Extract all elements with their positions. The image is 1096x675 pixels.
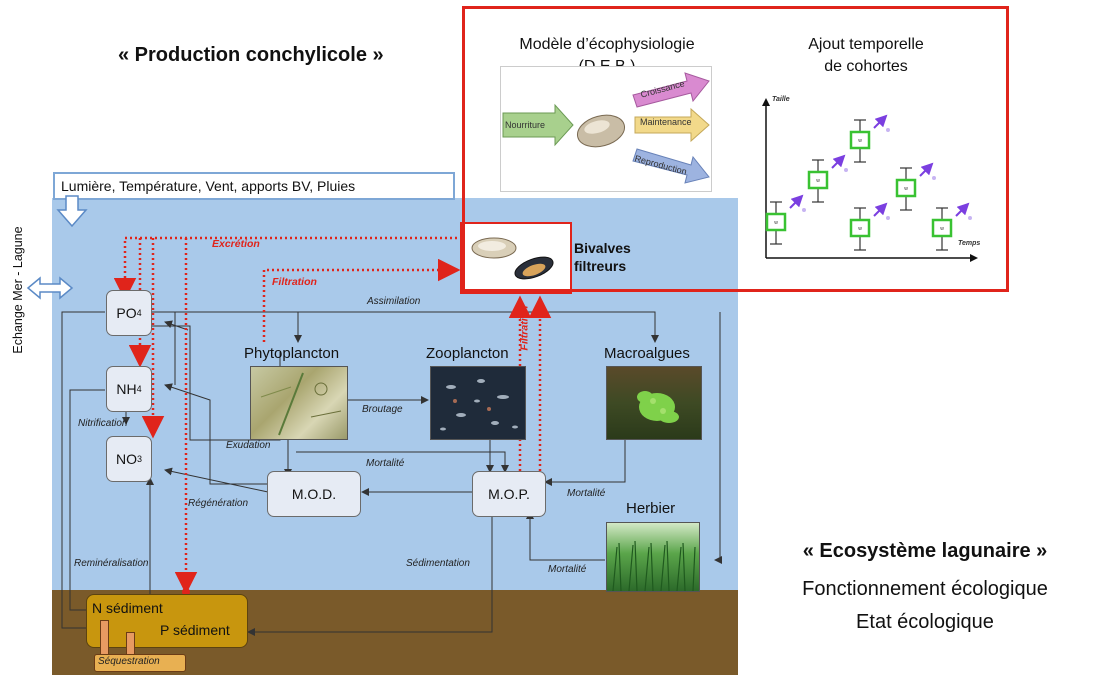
sequestration-label: Séquestration [98, 656, 160, 667]
nitrification-label: Nitrification [78, 418, 128, 429]
cohort-y-axis-label: Taille [772, 96, 790, 103]
deb-title-line-1: Modèle d’écophysiologie [519, 36, 695, 53]
zoo-label: Zooplancton [426, 345, 509, 362]
deb-nourriture-label: Nourriture [505, 120, 546, 130]
deb-diagram [502, 72, 710, 184]
exudation-label: Exudation [226, 440, 271, 451]
sequestration-box [94, 654, 186, 672]
deb-panel [500, 66, 712, 192]
seagrass-image [606, 522, 700, 592]
phyto-label: Phytoplancton [244, 345, 340, 362]
cohort-x-axis-label: Temps [958, 240, 981, 247]
mortality-phyto-label: Mortalité [366, 458, 405, 469]
assimilation-label: Assimilation [367, 296, 421, 307]
macroalgae-image [606, 366, 702, 440]
ecosystem-line-2: Etat écologique [856, 611, 994, 633]
inputs-box: Lumière, Température, Vent, apports BV, … [53, 172, 455, 200]
phytoplankton-image [250, 366, 348, 440]
filtration-label: Filtration [272, 276, 317, 288]
sequestration-pipe-1 [100, 620, 109, 658]
deb-maintenance-label: Maintenance [640, 117, 692, 127]
macro-label: Macroalgues [604, 345, 690, 362]
assimilation-line [150, 311, 659, 343]
shellfish-model-frame [462, 6, 1009, 292]
mod-node: M.O.D. [267, 471, 361, 517]
herbier-label: Herbier [626, 500, 676, 517]
sedimentation-label: Sédimentation [406, 558, 470, 569]
regeneration-label: Régénération [188, 498, 249, 509]
ecosystem-title: « Ecosystème lagunaire » [802, 540, 1048, 562]
production-title: « Production conchylicole » [118, 44, 384, 66]
bivalves-label-line-2: filtreurs [574, 258, 627, 274]
svg-text:w: w [904, 186, 908, 192]
bivalves-box [460, 222, 572, 294]
zooplankton-image [430, 366, 526, 440]
exchange-double-arrow [26, 276, 74, 300]
sediment-box [86, 594, 248, 648]
filtration-flow [262, 258, 461, 342]
cohort-title-line-1: Ajout temporelle [808, 36, 924, 53]
svg-text:w: w [858, 138, 862, 144]
bivalves-image [471, 237, 554, 280]
p-sediment-label: P sédiment [160, 622, 230, 638]
svg-text:w: w [858, 226, 862, 232]
input-arrow [56, 195, 88, 228]
cohort-panel: w w w w w w [756, 90, 982, 286]
mortality-macro-label: Mortalité [567, 488, 606, 499]
mop-node: M.O.P. [472, 471, 546, 517]
mortality-herbier-label: Mortalité [548, 564, 587, 575]
broutage-label: Broutage [362, 404, 403, 415]
svg-text:w: w [816, 178, 820, 184]
remineralisation-label: Reminéralisation [74, 558, 149, 569]
excretion-flow [113, 236, 472, 301]
bivalves-label-line-1: Bivalves [574, 240, 631, 256]
cohort-chart: w w w w w w [762, 98, 978, 262]
cohort-title-line-2: de cohortes [824, 58, 908, 75]
svg-text:w: w [940, 226, 944, 232]
excretion-label: Excrétion [212, 238, 260, 250]
svg-text:w: w [774, 220, 778, 226]
ecosystem-line-1: Fonctionnement écologique [802, 578, 1048, 600]
filtration-vertical-label: Filtration [518, 305, 531, 351]
n-sediment-label: N sédiment [92, 600, 163, 616]
